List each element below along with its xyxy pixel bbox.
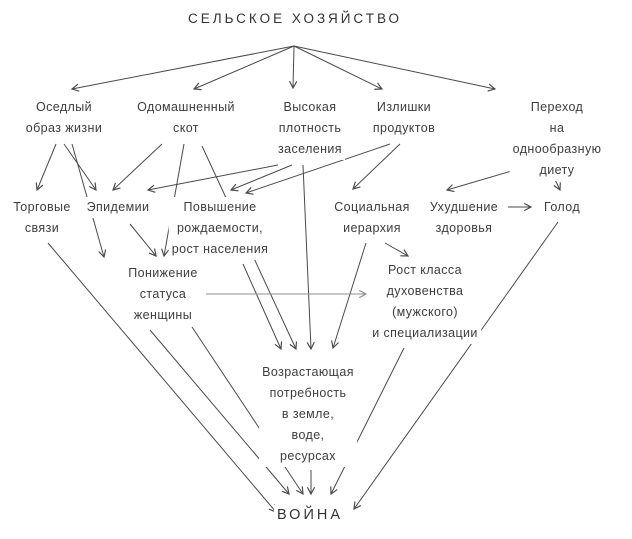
edge-livestock-epidemics (112, 143, 163, 191)
edge-agriculture-surplus (293, 45, 384, 90)
node-trade-links: Торговые связи (10, 197, 74, 239)
node-social-hierarchy: Социальная иерархия (331, 197, 413, 239)
edge-sedentary-trade (35, 143, 57, 192)
edge-clergy-war (330, 347, 405, 496)
node-famine: Голод (540, 197, 584, 218)
edge-trade-war (47, 242, 277, 513)
edge-hierarchy-need (331, 242, 367, 350)
edge-surplus-hierarchy (352, 143, 401, 190)
edge-famine-war (353, 221, 559, 511)
node-lower-women-status: Понижение статуса женщины (125, 263, 201, 326)
edge-sedentary-epidemics (63, 143, 97, 192)
edge-hierarchy-clergy (384, 242, 410, 257)
node-birthrate-population-growth: Повышение рождаемости, рост населения (168, 197, 272, 260)
edge-agriculture-diet (293, 45, 497, 92)
edge-surplus-birthrate (244, 143, 391, 195)
node-epidemics: Эпидемии (83, 197, 153, 218)
node-growing-resource-need: Возрастающая потребность в земле, воде, … (259, 362, 357, 467)
node-sedentary-lifestyle: Оседлый образ жизни (22, 97, 106, 139)
node-war: ВОЙНА (273, 505, 347, 526)
node-clergy-class-growth: Рост класса духовенства (мужского) и спе… (369, 260, 481, 344)
node-product-surplus: Излишки продуктов (369, 97, 439, 139)
node-monotonous-diet: Переход на однообразную диету (509, 97, 605, 181)
edge-density-birthrate (229, 164, 293, 192)
node-health-deterioration: Ухудшение здоровья (426, 197, 502, 239)
edge-density-need (302, 164, 315, 351)
node-domesticated-livestock: Одомашненный скот (134, 97, 238, 139)
edge-agriculture-livestock (192, 45, 295, 91)
edge-agriculture-sedentary (70, 45, 295, 92)
edge-density-epidemics (146, 164, 279, 193)
node-agriculture: СЕЛЬСКОЕ ХОЗЯЙСТВО (184, 8, 406, 29)
edge-agriculture-density (289, 45, 298, 90)
edge-birthrate-need (242, 263, 283, 351)
node-high-population-density: Высокая плотность заселения (275, 97, 345, 160)
edge-epidemics-women (129, 223, 157, 257)
